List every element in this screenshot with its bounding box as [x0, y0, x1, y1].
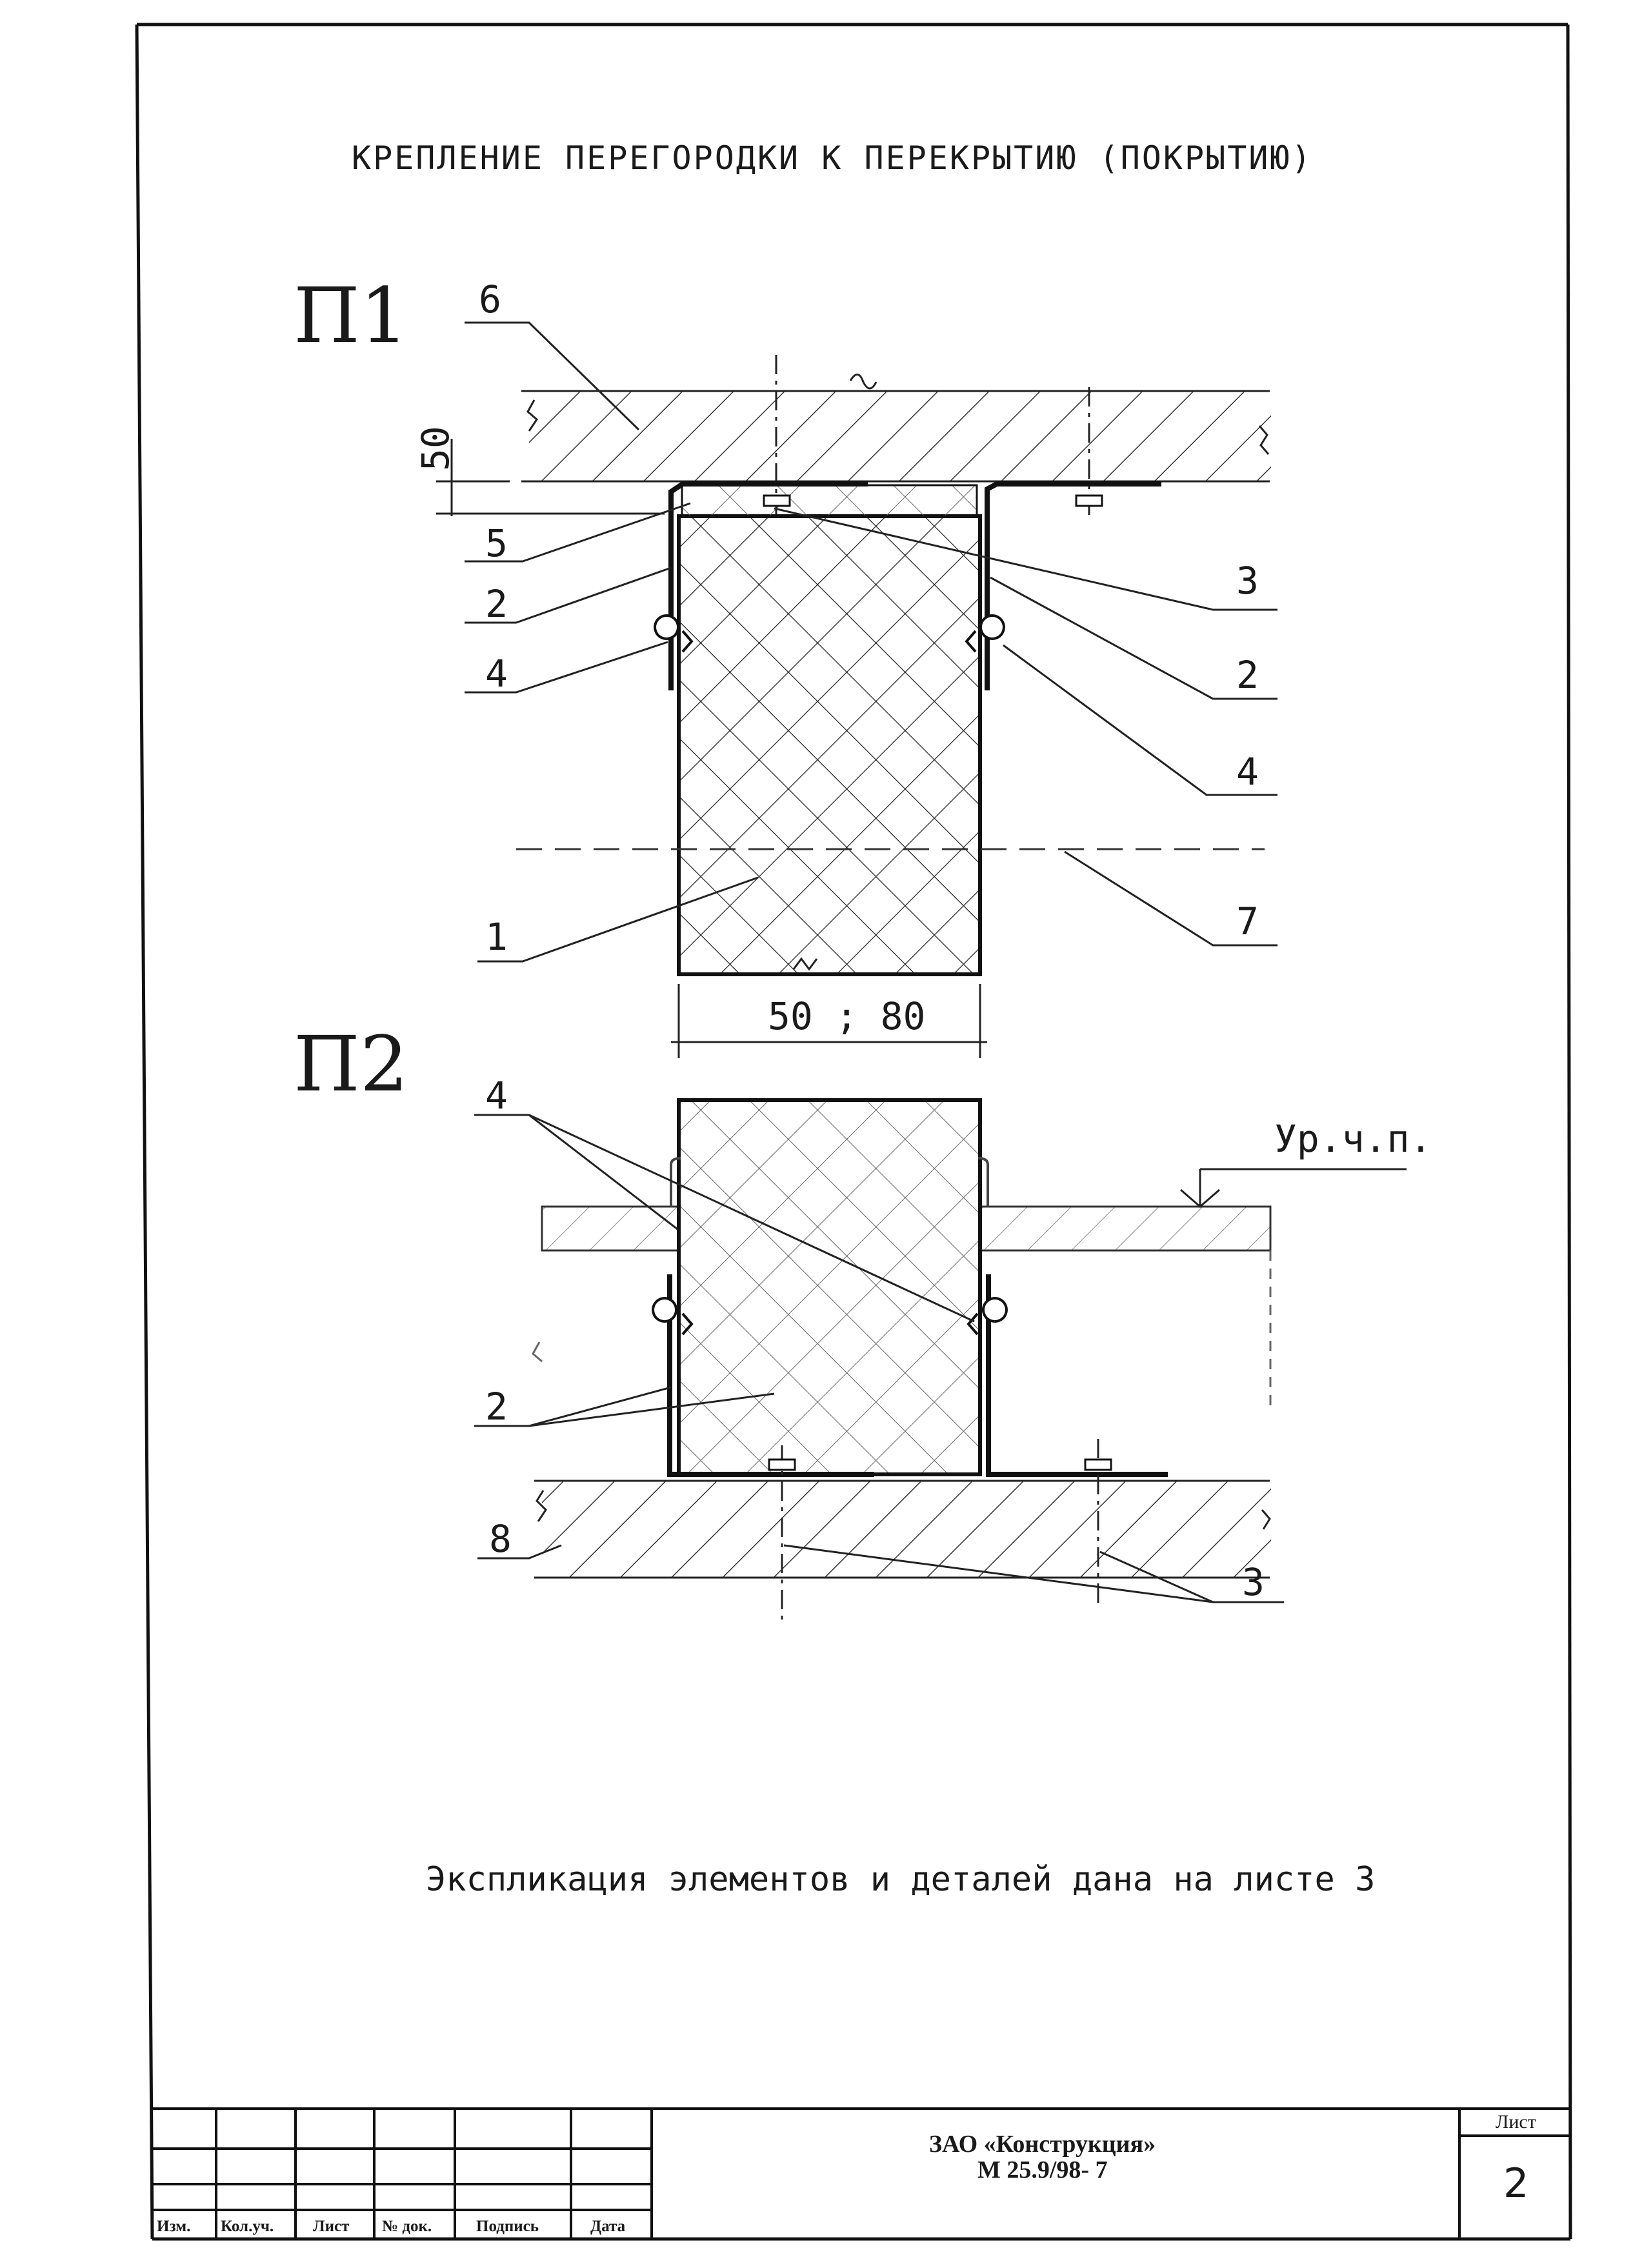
p2-floor-slab: [542, 1481, 1271, 1578]
p1-callout-4-right: 4: [1236, 750, 1259, 794]
detail-p1: П1 50: [294, 271, 1277, 1058]
p2-callout-2: 2: [485, 1385, 508, 1429]
p1-dim-width: 50 ; 80: [768, 994, 925, 1038]
p1-callout-6: 6: [479, 277, 501, 321]
tb-col-quantity: Кол.уч.: [221, 2218, 274, 2235]
p2-level-mark: Ур.ч.п.: [1274, 1117, 1432, 1161]
tb-doc-code: М 25.9/98- 7: [977, 2156, 1108, 2183]
p1-callout-7: 7: [1236, 899, 1259, 943]
p2-callout-4: 4: [485, 1074, 508, 1118]
p1-slab: [529, 391, 1271, 481]
p2-partition-panel: [677, 1098, 982, 1476]
title-block: Изм. Кол.уч. Лист № док. Подпись Дата ЗА…: [151, 2107, 1570, 2239]
p1-callout-2-right: 2: [1236, 653, 1259, 697]
detail-p2: П2 Ур.ч.п.: [294, 1019, 1432, 1620]
p2-callout-3: 3: [1242, 1560, 1265, 1604]
p1-callout-3: 3: [1236, 559, 1259, 603]
p2-floor-screed-right: [979, 1205, 1272, 1252]
p1-callout-2-left: 2: [485, 582, 508, 626]
p1-dim-50: 50: [414, 426, 457, 471]
sheet-frame: [135, 23, 1572, 2241]
tb-col-date: Дата: [590, 2218, 626, 2235]
tb-col-signature: Подпись: [476, 2218, 539, 2235]
tb-col-doc-no: № док.: [382, 2218, 432, 2235]
tb-company: ЗАО «Конструкция»: [929, 2131, 1156, 2158]
drawing-title: КРЕПЛЕНИЕ ПЕРЕГОРОДКИ К ПЕРЕКРЫТИЮ (ПОКР…: [352, 139, 1313, 177]
p2-floor-screed-left: [541, 1205, 680, 1252]
p1-callout-5: 5: [485, 521, 508, 565]
detail-p2-label: П2: [294, 1019, 408, 1109]
p1-callout-4-left: 4: [485, 652, 508, 696]
explication-note: Экспликация элементов и деталей дана на …: [426, 1860, 1375, 1899]
tb-col-sheet: Лист: [313, 2218, 349, 2235]
p1-callout-1: 1: [485, 915, 508, 959]
tb-sheet-label: Лист: [1496, 2111, 1536, 2133]
tb-col-change: Изм.: [157, 2218, 190, 2235]
p1-sealing-pad: [681, 484, 978, 517]
detail-p1-label: П1: [294, 271, 408, 360]
p2-callout-8: 8: [489, 1517, 512, 1561]
p1-partition-panel: [677, 514, 982, 976]
tb-sheet-number: 2: [1503, 2160, 1528, 2207]
